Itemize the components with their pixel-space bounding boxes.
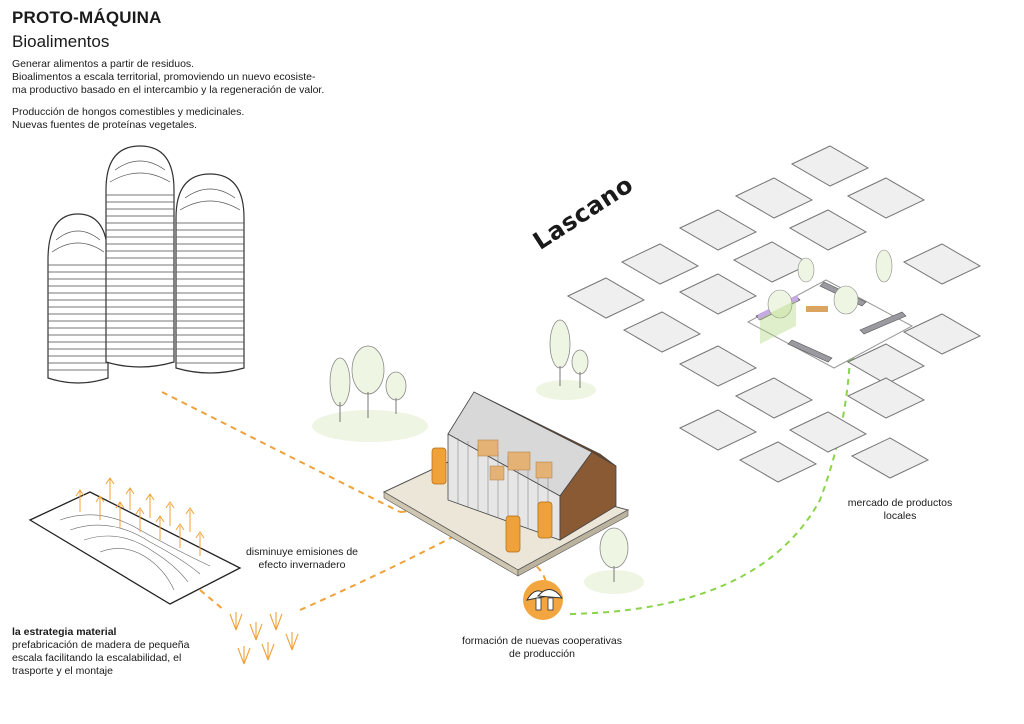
production-building [382,391,630,577]
intro-line: Bioalimentos a escala territorial, promo… [12,71,316,83]
market-line: mercado de productos [847,497,953,509]
market-label: mercado de productos locales [836,497,964,523]
silo-left [47,213,109,384]
market-square [746,249,914,369]
city-blocks-grid [566,145,982,483]
crop-plants [75,477,205,556]
emissions-line: disminuye emisiones de [245,546,359,558]
emissions-label: disminuye emisiones de efecto invernader… [238,546,366,572]
intro-line: Generar alimentos a partir de residuos. [12,58,195,70]
emissions-line: efecto invernadero [258,559,346,571]
intro-line: ma productivo basado en el intercambio y… [12,84,325,96]
trees-left-group [312,345,428,442]
market-line: locales [883,510,917,522]
strategy-title: la estrategia material [12,626,117,638]
silo-center [105,145,175,368]
intro-line: Nuevas fuentes de proteínas vegetales. [12,119,198,131]
topographic-field [28,477,242,605]
flow-field-to-building [299,527,471,611]
flow-silos-to-building [161,391,401,513]
cooperatives-label: formación de nuevas cooperativas de prod… [452,635,632,661]
strategy-line: trasporte y el montaje [12,665,113,677]
page-subtitle: Bioalimentos [12,32,110,51]
flow-field-to-bundles [199,589,225,611]
intro-paragraph: Generar alimentos a partir de residuos. … [12,58,324,97]
green-flow-arrow [569,357,851,615]
intro-paragraph-2: Producción de hongos comestibles y medic… [12,106,244,132]
silos-group [47,145,245,384]
strategy-block: la estrategia material prefabricación de… [12,626,189,678]
page-title: PROTO-MÁQUINA [12,8,162,27]
strategy-line: escala facilitando la escalabilidad, el [12,652,182,664]
mushroom-icon [523,580,564,620]
cooperatives-line: de producción [509,648,575,660]
trees-bottom-group [584,527,644,594]
strategy-line: prefabricación de madera de pequeña [12,639,190,651]
silo-right [175,173,245,374]
trees-right-group [536,319,596,400]
cooperatives-line: formación de nuevas cooperativas [462,635,622,647]
intro-line: Producción de hongos comestibles y medic… [12,106,245,118]
harvest-bundles [229,612,299,665]
drums [431,447,553,553]
